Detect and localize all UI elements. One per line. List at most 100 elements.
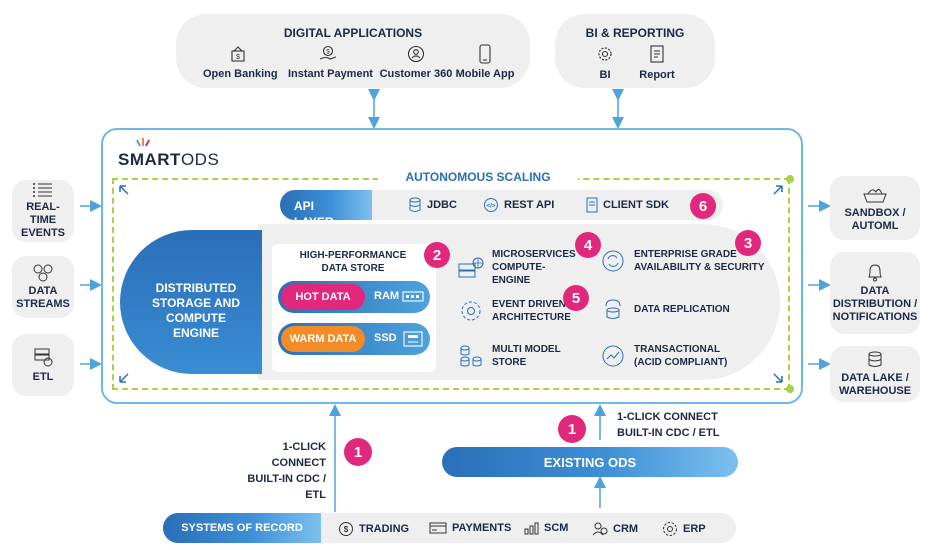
feature-transactional: TRANSACTIONAL (ACID COMPLIANT): [600, 343, 734, 369]
ram-icon: [402, 291, 424, 302]
client-sdk-item: CLIENT SDK: [586, 197, 669, 213]
payments-label: PAYMENTS: [452, 522, 512, 534]
digital-applications-title: DIGITAL APPLICATIONS: [283, 26, 423, 40]
autonomous-scaling-label: AUTONOMOUS SCALING: [378, 170, 578, 184]
bi-icon: [595, 44, 615, 64]
report-icon: [647, 44, 667, 64]
badge-2: 2: [424, 242, 450, 268]
scaling-dot-br: [786, 385, 794, 393]
feature-event-driven: EVENT DRIVEN ARCHITECTURE: [458, 298, 572, 324]
instant-payment-label: Instant Payment: [288, 68, 373, 80]
data-lake-label: DATA LAKE / WAREHOUSE: [838, 371, 912, 397]
customer-icon: [406, 44, 426, 64]
connect-right-text: 1-CLICK CONNECT BUILT-IN CDC / ETL: [617, 409, 719, 441]
scm-icon: [524, 522, 539, 535]
connect-right-line2: BUILT-IN CDC / ETL: [617, 427, 720, 439]
svg-text:$: $: [326, 50, 330, 56]
svg-text:</>: </>: [487, 204, 496, 210]
scaling-dot-tr: [786, 175, 794, 183]
systems-of-record-title-block: SYSTEMS OF RECORD: [163, 513, 321, 543]
crm-label: CRM: [613, 523, 639, 535]
smartods-logo: SMARTODS: [118, 138, 238, 170]
microservices-label: MICROSERVICES COMPUTE-ENGINE: [492, 249, 576, 286]
ram-label: RAM: [374, 290, 400, 302]
sor-payments: PAYMENTS: [429, 521, 511, 535]
trading-icon: $: [339, 522, 353, 536]
bi-reporting-panel: BI & REPORTING BI Report: [555, 14, 715, 88]
etl-icon: [34, 348, 53, 366]
database-icon: [409, 197, 421, 212]
ssd-label: SSD: [374, 332, 397, 344]
payments-icon: [429, 522, 447, 534]
crm-icon: [592, 522, 608, 536]
bi-reporting-title: BI & REPORTING: [585, 26, 685, 40]
replication-icon: [605, 299, 621, 319]
left-real-time-events: REAL-TIME EVENTS: [12, 180, 74, 242]
transactional-icon: [602, 345, 624, 367]
existing-ods-label: EXISTING ODS: [543, 454, 637, 470]
logo-light: ODS: [180, 150, 220, 169]
customer-360-label: Customer 360: [379, 68, 453, 80]
rest-api-label: REST API: [504, 199, 555, 211]
sor-scm: SCM: [523, 521, 568, 535]
sandbox-icon: [863, 188, 887, 202]
rest-icon: </>: [484, 198, 498, 212]
ssd-icon: [403, 331, 423, 347]
distributed-engine-block: DISTRIBUTED STORAGE AND COMPUTE ENGINE: [120, 230, 262, 374]
hot-data-row: HOT DATA RAM: [278, 281, 430, 313]
availability-icon: [602, 250, 624, 272]
event-driven-label: EVENT DRIVEN ARCHITECTURE: [492, 299, 571, 323]
bank-icon: $: [228, 44, 248, 64]
left-etl: ETL: [12, 334, 74, 396]
api-layer-title: API LAYER: [294, 199, 334, 220]
right-data-lake: DATA LAKE / WAREHOUSE: [830, 346, 920, 402]
events-icon: [33, 183, 52, 197]
badge-3: 3: [735, 230, 761, 256]
sdk-icon: [586, 197, 598, 213]
feature-multi-model: MULTI MODEL STORE: [458, 343, 566, 369]
rest-api-item: </> REST API: [483, 197, 554, 213]
trading-label: TRADING: [359, 523, 410, 535]
mobile-icon: [475, 44, 495, 64]
real-time-events-label: REAL-TIME EVENTS: [20, 201, 65, 239]
data-distribution-label: DATA DISTRIBUTION / NOTIFICATIONS: [832, 285, 918, 323]
report-label: Report: [639, 69, 675, 81]
connect-right-line1: 1-CLICK CONNECT: [617, 411, 718, 423]
warm-data-pill: WARM DATA: [281, 326, 365, 352]
badge-4: 4: [575, 232, 601, 258]
api-layer-title-block: API LAYER: [280, 190, 372, 220]
etl-label: ETL: [32, 370, 54, 383]
bi-label: BI: [599, 69, 611, 81]
svg-text:$: $: [236, 54, 240, 61]
streams-icon: [33, 264, 53, 281]
client-sdk-label: CLIENT SDK: [603, 199, 669, 211]
badge-6: 6: [690, 193, 716, 219]
bell-icon: [868, 264, 882, 282]
event-icon: [461, 301, 481, 321]
feature-availability: ENTERPRISE GRADE AVAILABILITY & SECURITY: [600, 248, 794, 274]
existing-ods-bar: EXISTING ODS: [442, 447, 738, 477]
feature-microservices: MICROSERVICES COMPUTE-ENGINE: [458, 248, 580, 287]
replication-label: DATA REPLICATION: [634, 303, 730, 315]
left-data-streams: DATA STREAMS: [12, 256, 74, 318]
payment-icon: $: [318, 44, 338, 64]
multi-model-label: MULTI MODEL STORE: [492, 344, 561, 368]
sor-crm: CRM: [592, 521, 638, 537]
logo-spark-icon: [136, 138, 150, 147]
connect-left-line1: 1-CLICK CONNECT: [271, 441, 326, 469]
connect-left-line2: BUILT-IN CDC / ETL: [247, 473, 326, 501]
multimodel-icon: [460, 345, 482, 367]
digital-applications-panel: DIGITAL APPLICATIONS $ Open Banking $ In…: [176, 14, 530, 88]
badge-1-right: 1: [558, 415, 586, 443]
right-sandbox: SANDBOX / AUTOML: [830, 176, 920, 240]
microservices-icon: [458, 257, 484, 277]
open-banking-label: Open Banking: [203, 68, 278, 80]
mobile-app-label: Mobile App: [455, 68, 515, 80]
badge-5: 5: [563, 285, 589, 311]
transactional-label: TRANSACTIONAL (ACID COMPLIANT): [634, 344, 728, 368]
badge-1-left: 1: [344, 438, 372, 466]
scm-label: SCM: [544, 522, 569, 534]
erp-label: ERP: [683, 523, 706, 535]
